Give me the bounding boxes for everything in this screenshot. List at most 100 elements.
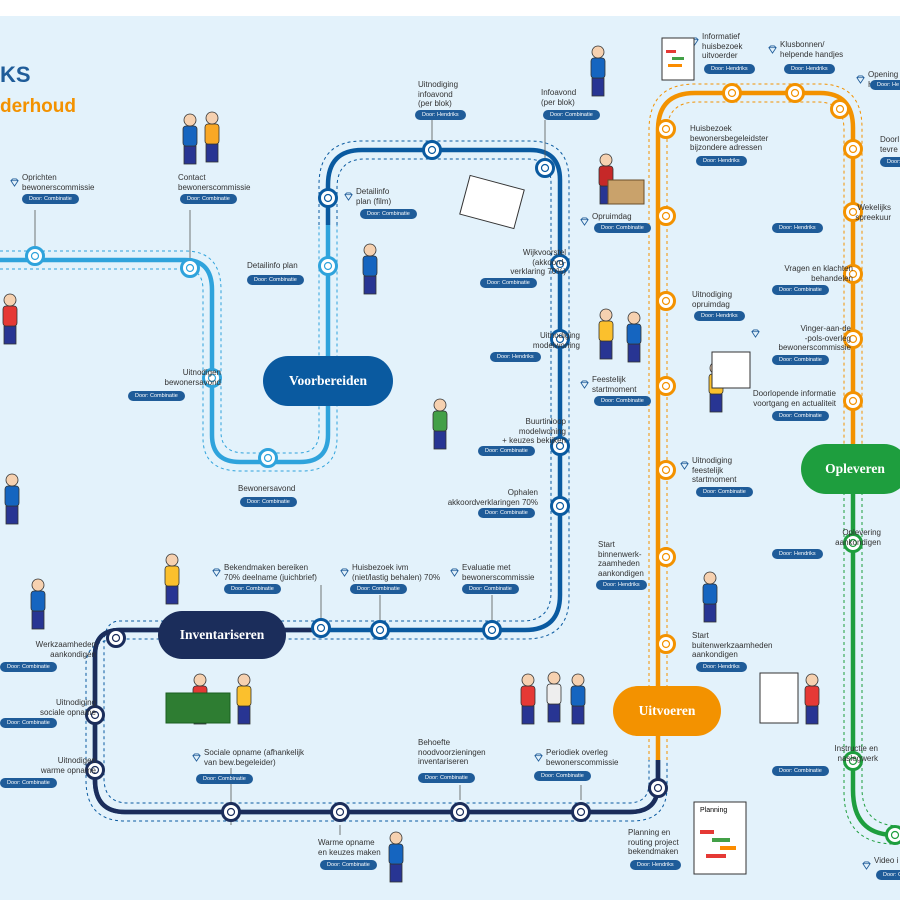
step-label-planning: Planning en routing project bekendmaken: [628, 828, 679, 856]
station-vinger: [843, 329, 863, 349]
step-owner-badge: Door: Hendriks: [415, 110, 466, 120]
station-informatief: [722, 83, 742, 103]
step-owner-badge: Door: Hendriks: [490, 352, 541, 362]
diamond-icon: [340, 564, 349, 577]
step-label-wijkvoorstel: Wijkvoorstel (akkoord- verklaring 70%): [510, 248, 566, 276]
step-owner-badge: Door: Combinatie: [0, 662, 57, 672]
diamond-icon: [580, 376, 589, 389]
station-uitnodiging-sociale: [85, 705, 105, 725]
station-oprichten: [25, 246, 45, 266]
station-uitnodigen-warme: [85, 760, 105, 780]
station-icon: [727, 88, 737, 98]
step-label-sociale-opname: Sociale opname (afhankelijk van bew.bege…: [204, 748, 305, 767]
step-owner-badge: Door: Hendriks: [696, 662, 747, 672]
step-owner-badge: Door: Hendriks: [784, 64, 835, 74]
station-uitnodiging-infoavond: [422, 140, 442, 160]
uitvoeren-route: [648, 83, 863, 760]
station-detailinfo-film: [318, 188, 338, 208]
station-doorl: [843, 139, 863, 159]
phase-opleveren[interactable]: Opleveren: [801, 444, 900, 494]
phase-voorbereiden[interactable]: Voorbereiden: [263, 356, 393, 406]
diamond-icon: [10, 174, 19, 187]
step-label-vinger: Vinger-aan-de -pols-overleg bewonerscomm…: [778, 324, 851, 352]
station-icon: [848, 756, 858, 766]
station-icon: [555, 501, 565, 511]
step-label-uitnodigen-bewonersavond: Uitnodigen bewonersavond: [164, 368, 221, 387]
station-infoavond: [535, 158, 555, 178]
step-owner-badge: Door: Hendriks: [694, 311, 745, 321]
step-owner-badge: Door: Hendriks: [772, 223, 823, 233]
station-ophalen: [550, 496, 570, 516]
step-label-feestelijk: Feestelijk startmoment: [592, 375, 637, 394]
step-label-oprichten: Oprichten bewonerscommissie: [22, 173, 95, 192]
step-label-warme-opname: Warme opname en keuzes maken: [318, 838, 381, 857]
station-icon: [848, 334, 858, 344]
step-owner-badge: Door: Combinatie: [772, 766, 829, 776]
station-uitnodiging-feestelijk: [656, 460, 676, 480]
station-bekendmaken: [311, 618, 331, 638]
step-label-detailinfo-plan: Detailinfo plan: [247, 261, 298, 270]
station-icon: [30, 251, 40, 261]
step-label-uitnodiging-opruimdag: Uitnodiging opruimdag: [692, 290, 733, 309]
station-bewonersavond: [258, 448, 278, 468]
step-owner-badge: Door: Combinatie: [696, 487, 753, 497]
step-owner-badge: Door: Combinatie: [462, 584, 519, 594]
step-label-buurtinloop: Buurtinloop modelwoning + keuzes bekijke…: [502, 417, 566, 445]
station-icon: [661, 552, 671, 562]
step-label-wekelijks: Wekelijks spreekuur: [855, 203, 891, 222]
step-owner-badge: Door: Combinatie: [0, 718, 57, 728]
step-label-start-binnen: Start binnenwerk- zaamheden aankondigen: [598, 540, 644, 578]
step-owner-badge: Door: Combinatie: [594, 223, 651, 233]
step-label-doorl: Doorl tevre: [880, 135, 900, 154]
station-icon: [661, 639, 671, 649]
step-owner-badge: Door: Combinatie: [418, 773, 475, 783]
station-icon: [487, 625, 497, 635]
step-label-vragen: Vragen en klachten behandelen: [784, 264, 853, 283]
map-subtitle: derhoud: [0, 96, 76, 117]
step-owner-badge: Door: Hendriks: [704, 64, 755, 74]
station-werkzaamheden: [106, 628, 126, 648]
diamond-icon: [680, 457, 689, 470]
station-icon: [335, 807, 345, 817]
step-label-uitnodiging-feestelijk: Uitnodiging feestelijk startmoment: [692, 456, 737, 484]
diamond-icon: [690, 33, 699, 46]
station-opening: [830, 99, 850, 119]
step-owner-badge: Door: Combinatie: [478, 446, 535, 456]
station-icon: [555, 334, 565, 344]
step-label-contact: Contact bewonerscommissie: [178, 173, 251, 192]
step-label-oplevering: Oplevering aankondigen: [835, 528, 881, 547]
station-sociale-opname: [221, 802, 241, 822]
station-icon: [111, 633, 121, 643]
step-label-huisbezoek-begeleider: Huisbezoek bewonersbegeleidster bijzonde…: [690, 124, 769, 152]
station-icon: [226, 807, 236, 817]
voorbereiden-route: [85, 140, 668, 822]
station-evaluatie: [482, 620, 502, 640]
diamond-icon: [862, 857, 871, 870]
step-owner-badge: Door: Combinatie: [0, 778, 57, 788]
station-instructie: [843, 751, 863, 771]
step-owner-badge: Door: Combinatie: [22, 194, 79, 204]
phase-inventariseren[interactable]: Inventariseren: [158, 611, 286, 659]
step-owner-badge: Door: Combinatie: [180, 194, 237, 204]
station-video: [885, 825, 900, 845]
step-owner-badge: Door: Combinatie: [360, 209, 417, 219]
step-label-instructie: Instructie en naslegwerk: [834, 744, 878, 763]
step-owner-badge: Door: Co: [876, 870, 900, 880]
station-huisbezoek-begeleider: [656, 119, 676, 139]
step-owner-badge: Door: Combinatie: [534, 771, 591, 781]
step-label-klusbonnen: Klusbonnen/ helpende handjes: [780, 40, 844, 59]
phase-uitvoeren[interactable]: Uitvoeren: [613, 686, 721, 736]
station-icon: [316, 623, 326, 633]
station-icon: [427, 145, 437, 155]
step-owner-badge: Door: Hendriks: [696, 156, 747, 166]
step-owner-badge: Door: He: [870, 80, 900, 90]
step-owner-badge: Door: Combinatie: [128, 391, 185, 401]
diamond-icon: [212, 564, 221, 577]
step-label-bewonersavond: Bewonersavond: [238, 484, 296, 493]
station-detailinfo-plan: [318, 256, 338, 276]
station-icon: [185, 263, 195, 273]
step-owner-badge: Door: Hendriks: [772, 549, 823, 559]
step-label-werkzaamheden: Werkzaamheden aankondigen: [35, 640, 96, 659]
step-owner-badge: Door: Hendriks: [596, 580, 647, 590]
station-icon: [661, 465, 671, 475]
